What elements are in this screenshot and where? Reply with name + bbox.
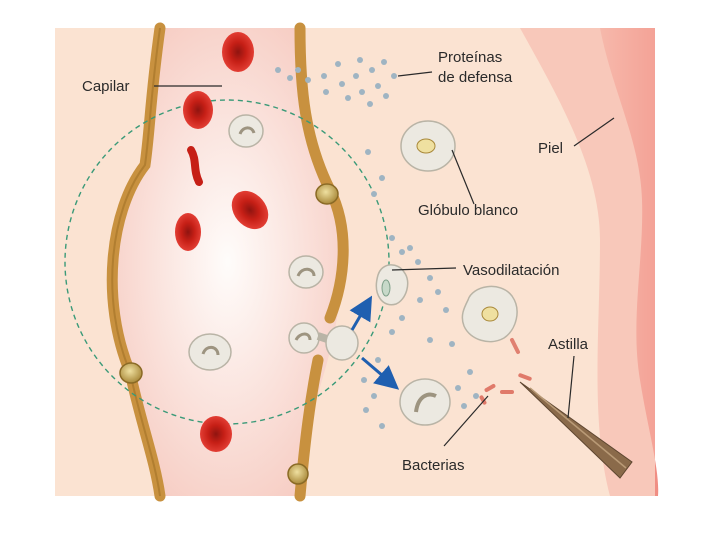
white-blood-cells [188, 114, 520, 426]
label-defense-proteins-line2: de defensa [438, 69, 513, 86]
label-splinter: Astilla [548, 336, 589, 353]
label-defense-proteins-line1: Proteínas [438, 49, 502, 66]
white-blood-cell-transmigrating [288, 322, 359, 361]
red-blood-cells [175, 32, 269, 452]
endothelial-nucleus [287, 463, 309, 485]
defense-proteins [275, 57, 479, 429]
label-skin: Piel [538, 140, 563, 157]
red-blood-cell-deformed [187, 146, 203, 186]
migration-arrow [349, 295, 373, 331]
bacteria-cluster [479, 373, 532, 405]
red-blood-cell [222, 32, 254, 72]
red-blood-cell [231, 190, 269, 230]
white-blood-cell [399, 378, 451, 426]
red-blood-cell [200, 416, 232, 452]
endothelial-nucleus [315, 183, 339, 205]
white-blood-cell [188, 333, 232, 371]
label-capillary: Capilar [82, 78, 130, 95]
endothelial-nucleus [119, 362, 143, 384]
migration-arrow [361, 356, 400, 390]
white-blood-cell [400, 120, 456, 172]
splinter [519, 381, 633, 479]
white-blood-cell-pseudopod [375, 264, 409, 306]
skin-transition [520, 28, 655, 496]
white-blood-cell-phagocyte [461, 285, 520, 354]
red-blood-cell [175, 213, 201, 251]
capillary-lumen [112, 28, 343, 496]
label-bacteria: Bacterias [402, 457, 465, 474]
white-blood-cell [288, 255, 324, 289]
white-blood-cell [228, 114, 264, 148]
label-white-blood-cell: Glóbulo blanco [418, 202, 518, 219]
red-blood-cell [183, 91, 213, 129]
leader-lines [154, 71, 615, 447]
capillary-wall-left-shade [111, 27, 161, 497]
label-vasodilation: Vasodilatación [463, 262, 559, 279]
